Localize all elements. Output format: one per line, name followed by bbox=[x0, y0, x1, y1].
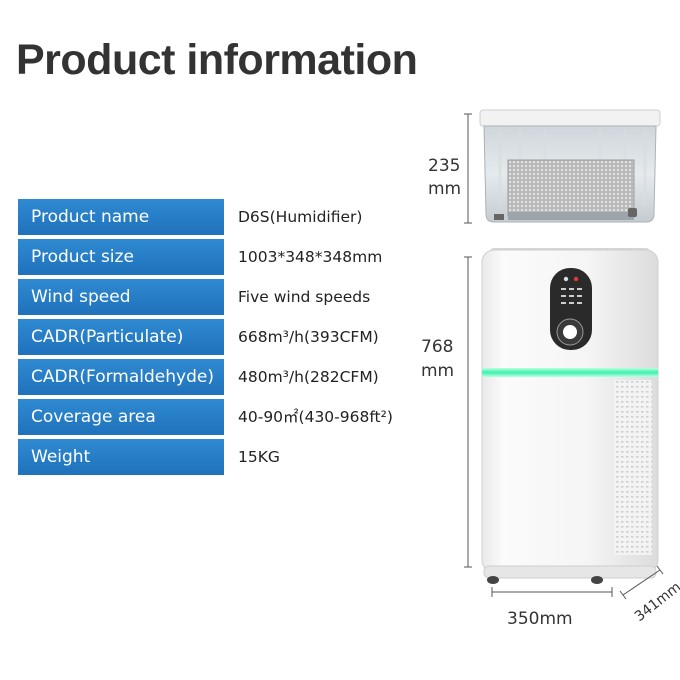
product-illustration bbox=[400, 100, 680, 680]
spec-label: Product size bbox=[18, 239, 224, 275]
spec-value: 15KG bbox=[238, 448, 280, 466]
spec-row-product-name: Product name D6S(Humidifier) bbox=[18, 199, 362, 235]
purifier-body bbox=[481, 248, 659, 584]
humidifier-height-value: 235 bbox=[428, 156, 461, 176]
spec-value: 1003*348*348mm bbox=[238, 248, 383, 266]
light-strip bbox=[482, 368, 658, 377]
spec-row-cadr-formaldehyde: CADR(Formaldehyde) 480m³/h(282CFM) bbox=[18, 359, 379, 395]
spec-value: Five wind speeds bbox=[238, 288, 371, 306]
spec-row-product-size: Product size 1003*348*348mm bbox=[18, 239, 382, 275]
spec-label: Weight bbox=[18, 439, 224, 475]
spec-label: Product name bbox=[18, 199, 224, 235]
spec-label: CADR(Formaldehyde) bbox=[18, 359, 224, 395]
humidifier-module bbox=[479, 109, 661, 223]
depth-dimension-line bbox=[622, 569, 661, 596]
spec-label: Wind speed bbox=[18, 279, 224, 315]
spec-row-weight: Weight 15KG bbox=[18, 439, 280, 475]
spec-value: 668m³/h(393CFM) bbox=[238, 328, 379, 346]
spec-value: 480m³/h(282CFM) bbox=[238, 368, 379, 386]
spec-row-coverage-area: Coverage area 40-90㎡(430-968ft²) bbox=[18, 399, 393, 435]
spec-row-wind-speed: Wind speed Five wind speeds bbox=[18, 279, 370, 315]
width-label: 350mm bbox=[507, 609, 573, 629]
purifier-height-value: 768 bbox=[421, 337, 454, 357]
spec-row-cadr-particulate: CADR(Particulate) 668m³/h(393CFM) bbox=[18, 319, 379, 355]
spec-label: Coverage area bbox=[18, 399, 224, 435]
page-title: Product information bbox=[16, 36, 418, 84]
spec-value: D6S(Humidifier) bbox=[238, 208, 363, 226]
spec-value: 40-90㎡(430-968ft²) bbox=[238, 408, 393, 426]
humidifier-height-unit: mm bbox=[428, 179, 462, 199]
purifier-height-unit: mm bbox=[421, 361, 455, 381]
spec-label: CADR(Particulate) bbox=[18, 319, 224, 355]
purifier-drawing bbox=[464, 109, 664, 600]
